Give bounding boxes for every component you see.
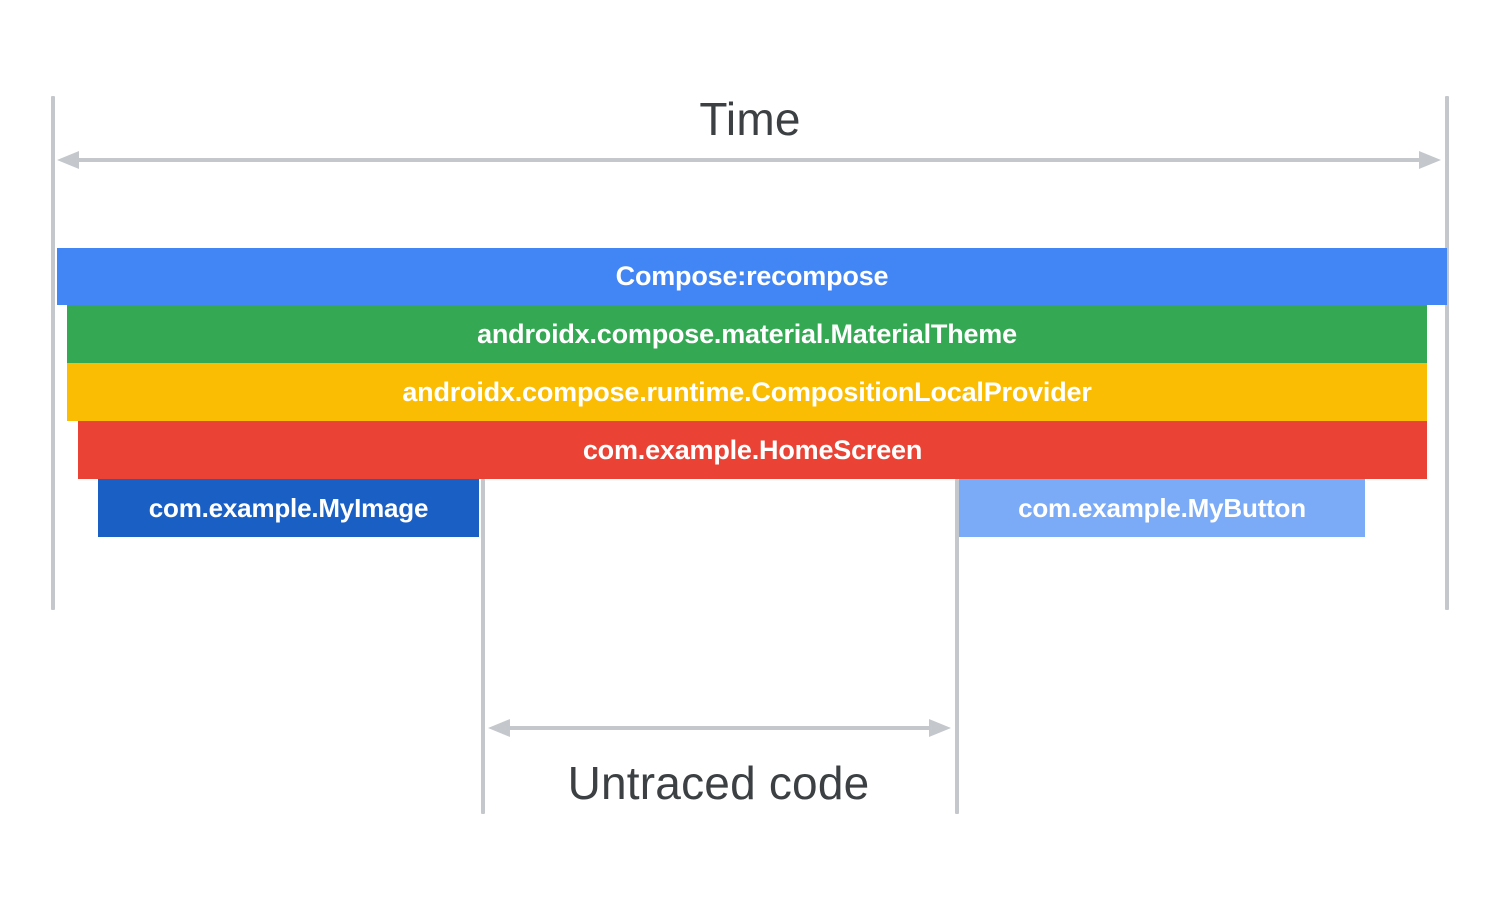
axis-guide-right	[1445, 96, 1449, 610]
arrow-head-right-icon	[929, 719, 951, 737]
trace-bar-label: com.example.MyImage	[148, 492, 429, 523]
trace-bar-label: androidx.compose.material.MaterialTheme	[477, 318, 1017, 349]
untraced-code-label: Untraced code	[567, 757, 870, 809]
arrow-shaft	[510, 726, 929, 730]
trace-bar-label: com.example.MyButton	[1018, 492, 1306, 523]
trace-bar-material-theme[interactable]: androidx.compose.material.MaterialTheme	[67, 305, 1427, 363]
trace-bar-label: com.example.HomeScreen	[582, 434, 923, 465]
arrow-head-right-icon	[1419, 151, 1441, 169]
axis-guide-left	[51, 96, 55, 610]
untraced-guide-left	[481, 479, 485, 814]
time-axis-arrow	[57, 151, 1441, 169]
trace-bar-my-button[interactable]: com.example.MyButton	[959, 479, 1365, 537]
untraced-guide-right	[955, 479, 959, 814]
trace-bar-home-screen[interactable]: com.example.HomeScreen	[78, 421, 1427, 479]
trace-bar-label: Compose:recompose	[615, 261, 889, 291]
trace-bar-my-image[interactable]: com.example.MyImage	[98, 479, 479, 537]
arrow-head-left-icon	[488, 719, 510, 737]
trace-bar-label: androidx.compose.runtime.CompositionLoca…	[402, 376, 1092, 407]
arrow-head-left-icon	[57, 151, 79, 169]
trace-bar-composition-local-provider[interactable]: androidx.compose.runtime.CompositionLoca…	[67, 363, 1427, 421]
time-axis-title: Time	[699, 93, 801, 145]
untraced-span-arrow	[488, 719, 951, 737]
trace-bar-compose-recompose[interactable]: Compose:recompose	[57, 248, 1447, 305]
arrow-shaft	[79, 158, 1419, 162]
